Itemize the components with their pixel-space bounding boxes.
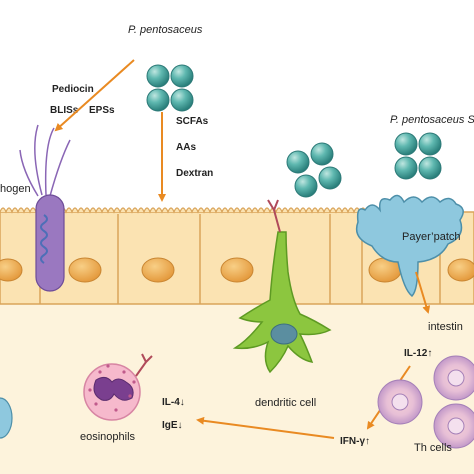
- bacterium-right-label: P. pentosaceus S: [390, 114, 474, 126]
- peyers-patch-label: Payer’patch: [402, 231, 461, 243]
- arrow-ifn-to-eosinophils: [196, 416, 335, 439]
- eps-label: EPSs: [89, 105, 115, 116]
- pathogen-label: hogen: [0, 183, 31, 195]
- pediocin-label: Pediocin: [52, 84, 94, 95]
- aa-label: AAs: [176, 142, 196, 153]
- bacteria-cluster-right: [394, 132, 442, 180]
- eosinophil-cell: [83, 353, 153, 421]
- dendritic-cell-label: dendritic cell: [255, 397, 316, 409]
- bacteria-cluster-middle: [286, 142, 342, 198]
- dendritic-cell: [232, 199, 332, 374]
- pathogen-cell: [19, 124, 71, 292]
- bacteria-cluster-top: [146, 64, 194, 112]
- scfa-label: SCFAs: [176, 116, 209, 127]
- arrow-to-intestine: [415, 271, 431, 314]
- arrow-to-pathogen: [54, 59, 135, 132]
- th-cells: [377, 355, 474, 449]
- intestine-label: intestin: [428, 321, 463, 333]
- blis-label: BLISs: [50, 105, 79, 116]
- ifn-label: IFN-γ↑: [340, 436, 370, 447]
- peyers-patch-cell: [355, 194, 464, 297]
- eosinophils-label: eosinophils: [80, 431, 136, 443]
- bacterium-top-label: P. pentosaceus: [128, 24, 203, 36]
- cell-nuclei: [0, 257, 474, 283]
- dextran-label: Dextran: [176, 168, 213, 179]
- ige-label: IgE↓: [162, 420, 183, 431]
- il12-label: IL-12↑: [404, 348, 432, 359]
- il4-label: IL-4↓: [162, 397, 185, 408]
- th-cells-label: Th cells: [414, 442, 452, 454]
- left-partial-cell: [0, 397, 13, 439]
